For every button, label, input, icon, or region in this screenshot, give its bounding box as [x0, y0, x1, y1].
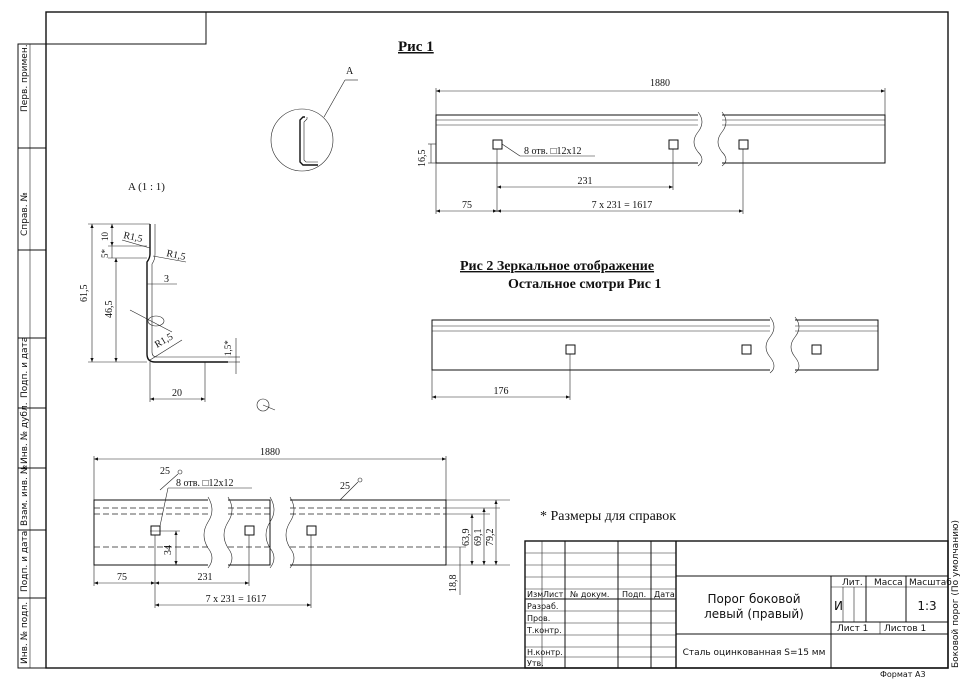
tb-role-razrab: Разраб. [527, 602, 558, 611]
detail-callout-letter: A [346, 66, 354, 77]
tb-header-doc: № докум. [570, 590, 609, 599]
fig3-dim-25b: 25 [340, 481, 350, 492]
detail-dim-5: 5* [100, 249, 110, 259]
tb-lit-value: И [834, 599, 843, 613]
detail-dim-61-5: 61,5 [79, 285, 90, 303]
fig1-holes-note: 8 отв. □12x12 [524, 146, 582, 157]
tb-role-tkontr: Т.контр. [526, 626, 562, 635]
stamp-podp-data-1: Подп. и дата [20, 337, 30, 398]
fig2-title: Рис 2 Зеркальное отображение [460, 259, 654, 274]
fig3-dim-25a: 25 [160, 466, 170, 477]
tb-sheet: Лист 1 [837, 624, 868, 634]
fig1-height: 16,5 [417, 150, 428, 168]
fig3-dim-18-8: 18,8 [448, 575, 459, 593]
tb-header-list: Лист [543, 590, 564, 599]
tb-role-prov: Пров. [527, 614, 550, 623]
stamp-sprav-no: Справ. № [20, 192, 30, 236]
fig1-pitch: 231 [578, 176, 593, 187]
detail-section: A (1 : 1) 61,5 10 5* 46,5 R1,5 R1,5 3 R1… [79, 181, 240, 402]
detail-r-top-1: R1,5 [122, 230, 143, 245]
tb-sheets: Листов 1 [884, 624, 926, 634]
tb-lit-label: Лит. [842, 578, 863, 588]
fig3-pitch: 231 [198, 572, 213, 583]
detail-dim-1-5: 1,5* [223, 340, 233, 356]
fig1-title: Рис 1 [398, 39, 434, 55]
fig3-length: 1880 [260, 447, 280, 458]
title-block: Изм Лист № докум. Подп. Дата Разраб. Про… [524, 540, 952, 669]
fig2-view: Рис 2 Зеркальное отображение Остальное с… [431, 259, 879, 400]
tb-material: Сталь оцинкованная S=15 мм [683, 648, 826, 658]
fig1-total-pitch: 7 x 231 = 1617 [592, 200, 653, 211]
detail-dim-10: 10 [100, 232, 110, 242]
stamp-vzam-inv: Взам. инв. № [20, 465, 30, 526]
tb-role-nkontr: Н.контр. [527, 648, 563, 657]
tb-scale-value: 1:3 [917, 599, 936, 613]
stamp-perv-primen: Перв. примен. [20, 44, 30, 112]
detail-dim-20: 20 [172, 388, 182, 399]
detail-title: A (1 : 1) [128, 181, 165, 193]
fig3-view: 1880 25 25 8 отв. □12x12 [93, 447, 510, 608]
reference-note: * Размеры для справок [540, 509, 676, 524]
fig3-offset: 75 [117, 572, 127, 583]
side-stamp: Перв. примен. Справ. № Подп. и дата Инв.… [17, 43, 47, 669]
tb-role-utv: Утв. [527, 659, 544, 668]
fig2-subtitle: Остальное смотри Рис 1 [508, 277, 661, 292]
stamp-podp-data-2: Подп. и дата [20, 531, 30, 592]
detail-dim-3: 3 [164, 274, 169, 285]
stamp-inv-dubl: Инв. № дубл. [20, 402, 30, 464]
fig2-dim-176: 176 [494, 386, 509, 397]
fig3-total-pitch: 7 x 231 = 1617 [206, 594, 267, 605]
fig3-dim-69-1: 69,1 [473, 529, 484, 547]
tb-mass-label: Масса [874, 578, 903, 588]
tb-scale-label: Масштаб [909, 578, 952, 588]
tb-header-data: Дата [654, 590, 675, 599]
fig1-length: 1880 [650, 78, 670, 89]
fig1-view: Рис 1 1880 16,5 8 отв. □12x12 231 [398, 39, 886, 214]
fig3-dim-79-2: 79,2 [485, 529, 496, 547]
tb-header-izm: Изм [527, 590, 543, 599]
tb-name-line1: Порог боковой [708, 592, 801, 606]
stamp-inv-podl: Инв. № подл. [20, 602, 30, 664]
detail-r-bottom: R1,5 [153, 331, 175, 350]
detail-callout: A [270, 66, 358, 172]
sheet-frame [45, 11, 949, 669]
fig1-offset: 75 [462, 200, 472, 211]
fig3-holes-note: 8 отв. □12x12 [176, 478, 234, 489]
tb-header-podp: Подп. [622, 590, 646, 599]
detail-r-top-2: R1,5 [165, 248, 186, 263]
fig3-dim-63-9: 63,9 [461, 529, 472, 547]
corner-label: Боковой порог (По умолчанию) [951, 520, 960, 668]
fig3-dim-34: 34 [163, 545, 174, 555]
detail-dim-46-5: 46,5 [104, 301, 115, 319]
tb-name-line2: левый (правый) [704, 607, 804, 621]
origin-mark [256, 398, 276, 412]
format-label: Формат А3 [880, 670, 926, 679]
